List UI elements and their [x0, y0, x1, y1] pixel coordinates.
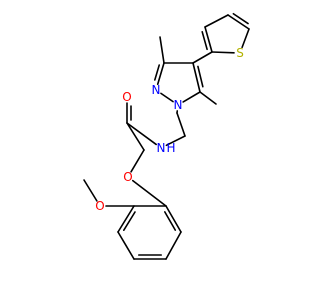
- bond-c3-n2: [156, 62, 165, 86]
- bond-c5-c4-double: [197, 65, 204, 88]
- bond-t2-t3: [204, 26, 213, 53]
- bond-b1-b2: [117, 205, 135, 233]
- bond-n2-n1: [160, 92, 174, 103]
- bond-t5-tS: [241, 28, 250, 49]
- atom-ether-o: O: [123, 170, 132, 184]
- bond-eO-c1: [130, 149, 145, 173]
- bond-b2-b3: [117, 231, 135, 260]
- bond-c3-n2-double: [154, 64, 161, 81]
- atom-methoxy-o: O: [95, 199, 104, 213]
- atom-pyrazole-n1: N: [174, 98, 183, 112]
- bond-tS-t2: [211, 51, 235, 54]
- bond-b4-b5: [165, 231, 182, 260]
- bond-c5-m5: [199, 91, 217, 105]
- atom-carbonyl-o: O: [122, 90, 131, 104]
- bond-n1-c5: [182, 91, 201, 103]
- bond-c1-c2: [126, 122, 145, 151]
- bond-c5-c4: [192, 62, 201, 93]
- atom-pyrazole-n2: N: [152, 83, 161, 97]
- bond-t2-t3-double: [201, 31, 208, 51]
- bond-mO-mC: [83, 179, 98, 202]
- bond-t4-t5: [227, 14, 250, 30]
- bond-t3-t4: [204, 14, 229, 28]
- bond-c3-m3: [159, 36, 165, 64]
- bond-c2-aN: [126, 122, 157, 146]
- atom-amide-n: N: [157, 141, 166, 155]
- bond-t4-t5-double: [232, 12, 249, 25]
- bond-layer: [83, 12, 250, 260]
- bond-aN-e1: [165, 135, 186, 147]
- bond-b1-b2-double: [123, 211, 136, 231]
- bond-c4-t2: [192, 51, 213, 64]
- atom-thiophene-s: S: [236, 46, 244, 60]
- bond-b5-b6: [165, 205, 182, 233]
- atom-amide-h: H: [166, 141, 175, 155]
- bond-b6-eO: [131, 179, 167, 207]
- bond-b5-b6-double: [163, 211, 177, 231]
- bond-e1-e2: [176, 112, 186, 137]
